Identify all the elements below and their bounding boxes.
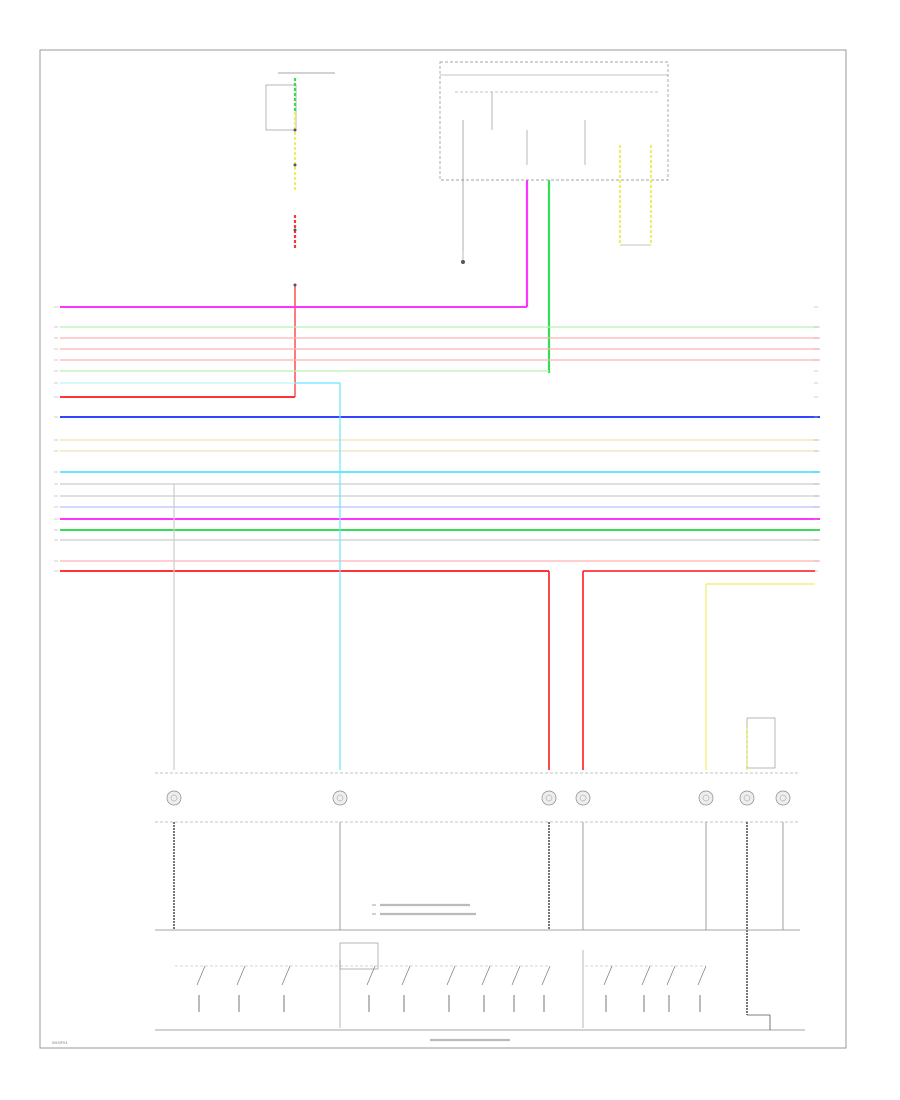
switch-contact: [446, 965, 456, 986]
module-connector-icon: [332, 790, 348, 806]
lower-drops: [173, 382, 815, 770]
relay-box: [265, 84, 297, 131]
switch-contact: [666, 965, 676, 986]
switch-contact: [641, 965, 651, 986]
connector-pin: [170, 794, 178, 802]
fuse-terminal: [293, 128, 297, 132]
connector-pin: [702, 794, 710, 802]
switch-contact: [481, 965, 491, 986]
connector-pin: [743, 794, 751, 802]
connector-pin: [579, 794, 587, 802]
switch-contact: [401, 965, 411, 986]
module-connector-icon: [575, 790, 591, 806]
switch-contact: [603, 965, 613, 986]
switch-contact: [196, 965, 206, 986]
module-connector-icon: [739, 790, 755, 806]
fuse-terminal: [293, 228, 297, 232]
ground-icon: [461, 260, 465, 264]
diagram-frame: [39, 49, 847, 1049]
switch-contact: [511, 965, 521, 986]
connector-pin: [545, 794, 553, 802]
power-distribution-assembly: [265, 72, 335, 397]
fuse-terminal: [293, 163, 297, 167]
diagram-code: W1SF01: [52, 1040, 68, 1045]
internal-box: [339, 942, 379, 970]
switch-contact: [541, 965, 551, 986]
switch-box: [746, 717, 776, 769]
switch-contact: [366, 965, 376, 986]
control-module: [155, 772, 805, 1042]
connector-pin: [779, 794, 787, 802]
switch-contact: [281, 965, 291, 986]
instrument-cluster: [439, 61, 669, 373]
connector-pin: [336, 794, 344, 802]
splice-dot: [293, 283, 297, 287]
wire-bus: [54, 306, 820, 572]
switch-contact: [697, 965, 707, 986]
module-connector-icon: [698, 790, 714, 806]
cluster-outline: [439, 61, 669, 181]
module-connector-icon: [166, 790, 182, 806]
module-connector-icon: [541, 790, 557, 806]
switch-contact: [236, 965, 246, 986]
module-connector-icon: [775, 790, 791, 806]
